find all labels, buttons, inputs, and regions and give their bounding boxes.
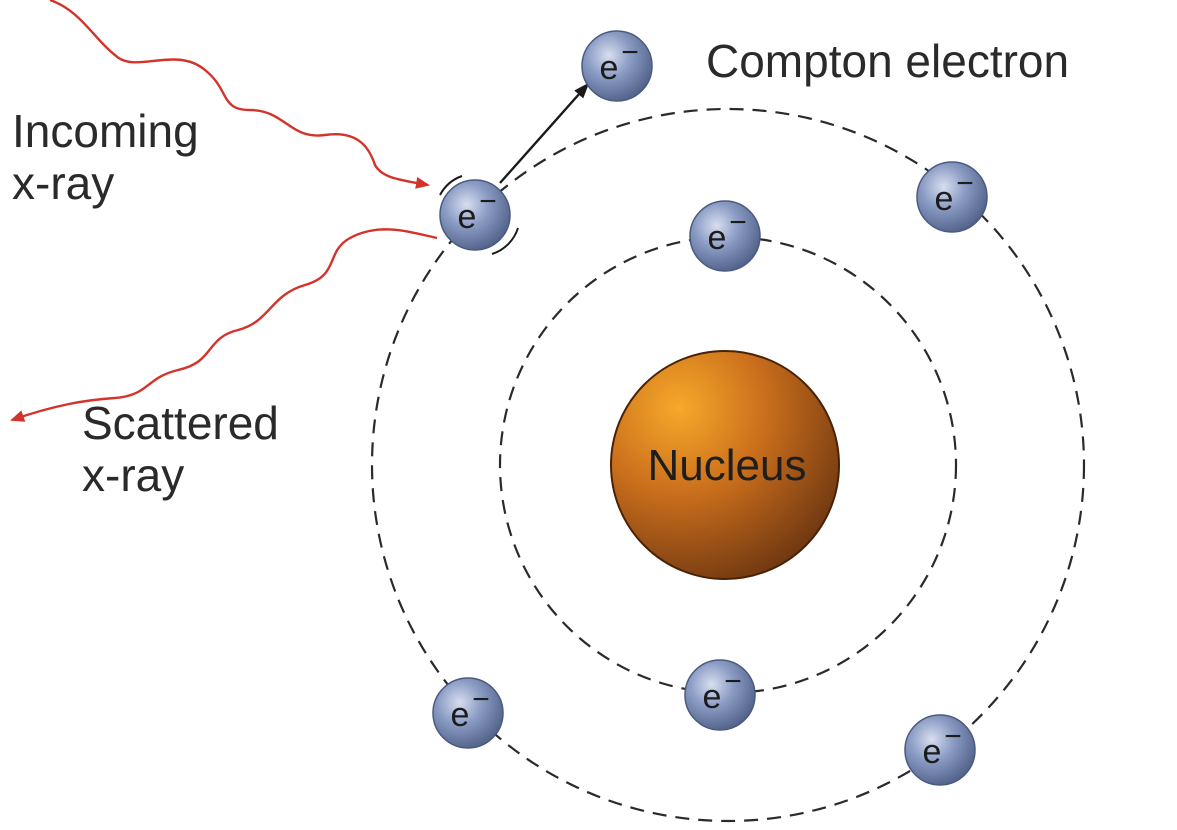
electron-charge: −	[621, 36, 639, 69]
electron-symbol: e	[935, 180, 954, 218]
electron-symbol: e	[708, 219, 727, 257]
electron-compton: e−	[581, 30, 653, 102]
incoming-xray-label: Incoming x-ray	[12, 105, 199, 209]
electron-symbol: e	[600, 49, 619, 87]
electron-inner-bottom: e−	[684, 659, 756, 731]
electron-charge: −	[724, 665, 742, 698]
scattered-xray-wave	[10, 228, 438, 422]
electron-symbol: e	[458, 198, 477, 236]
incoming-xray-label-line1: Incoming	[12, 105, 199, 157]
incoming-xray-wave	[49, 0, 430, 189]
scattered-xray-label-line1: Scattered	[82, 397, 279, 449]
compton-electron-label: Compton electron	[706, 35, 1070, 87]
electron-sphere	[904, 714, 976, 786]
electron-charge: −	[729, 206, 747, 239]
nucleus-label: Nucleus	[648, 441, 807, 490]
collision-arc-lower	[491, 227, 519, 255]
electron-struck: e−	[439, 179, 511, 251]
collision-arc-upper	[439, 175, 463, 196]
electron-charge: −	[956, 167, 974, 200]
nucleus: Nucleus	[610, 350, 840, 580]
electron-outer-bottom-left: e−	[432, 677, 504, 749]
electron-charge: −	[479, 185, 497, 218]
electron-sphere	[916, 161, 988, 233]
electron-sphere	[689, 200, 761, 272]
electron-sphere	[439, 179, 511, 251]
incoming-xray-label-line2: x-ray	[12, 156, 115, 209]
scattered-xray-label: Scattered x-ray	[82, 397, 279, 501]
electron-sphere	[432, 677, 504, 749]
ejection-arrow	[499, 82, 590, 184]
electron-outer-bottom-right: e−	[904, 714, 976, 786]
electron-outer-top-right: e−	[916, 161, 988, 233]
scattered-xray-label-line2: x-ray	[82, 448, 185, 501]
electron-symbol: e	[703, 678, 722, 716]
electron-sphere	[684, 659, 756, 731]
electron-charge: −	[472, 683, 490, 716]
electron-inner-top: e−	[689, 200, 761, 272]
electron-symbol: e	[451, 696, 470, 734]
electron-charge: −	[944, 720, 962, 753]
electron-sphere	[581, 30, 653, 102]
electron-symbol: e	[923, 733, 942, 771]
outer-orbit	[370, 107, 1086, 823]
